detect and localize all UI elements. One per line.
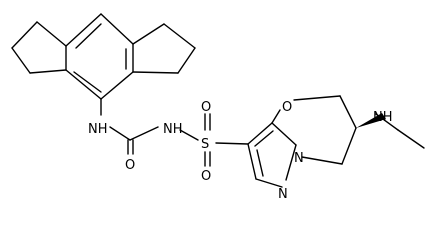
- atom-label-nh-left: NH: [88, 122, 108, 137]
- atom-label-o-sulfonyl-top: O: [201, 100, 211, 115]
- structure-diagram: NH NH O S O O O N N NH: [11, 13, 425, 202]
- atom-label-nh-methylamino: NH: [373, 110, 393, 125]
- atom-label-nh-right: NH: [163, 122, 183, 137]
- stereo-wedge: [356, 113, 386, 128]
- atom-label-s: S: [201, 137, 209, 152]
- atom-label-n-pyrazole: N: [278, 187, 288, 202]
- atom-label-o-ring: O: [282, 100, 292, 115]
- atom-label-n-bridge: N: [294, 151, 304, 166]
- atom-label-o-carbonyl: O: [125, 158, 135, 173]
- molecule-drawing: NH NH O S O O O N N NH: [11, 13, 425, 202]
- bond-lines: [11, 13, 425, 188]
- atom-label-o-sulfonyl-bottom: O: [201, 169, 211, 184]
